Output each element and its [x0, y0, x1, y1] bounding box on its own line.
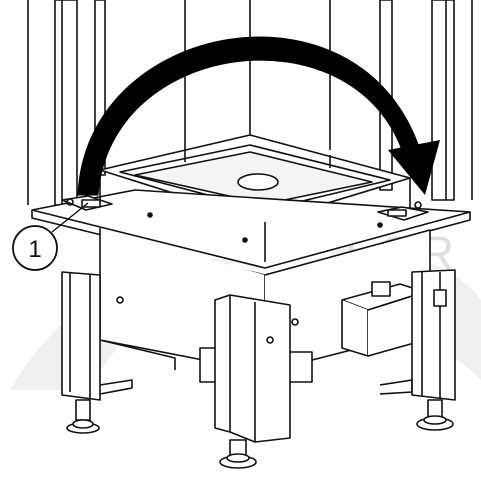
leg-front [214, 294, 291, 469]
callout-1: 1 [12, 202, 89, 271]
lock-latch-right [377, 201, 429, 221]
motor-box [341, 281, 426, 357]
arrow-head [388, 140, 440, 195]
leg-left [61, 271, 133, 434]
leg-right [379, 269, 456, 431]
rotation-arrow [77, 36, 440, 196]
frame-columns [27, 0, 473, 206]
callout-1-label: 1 [28, 236, 41, 263]
